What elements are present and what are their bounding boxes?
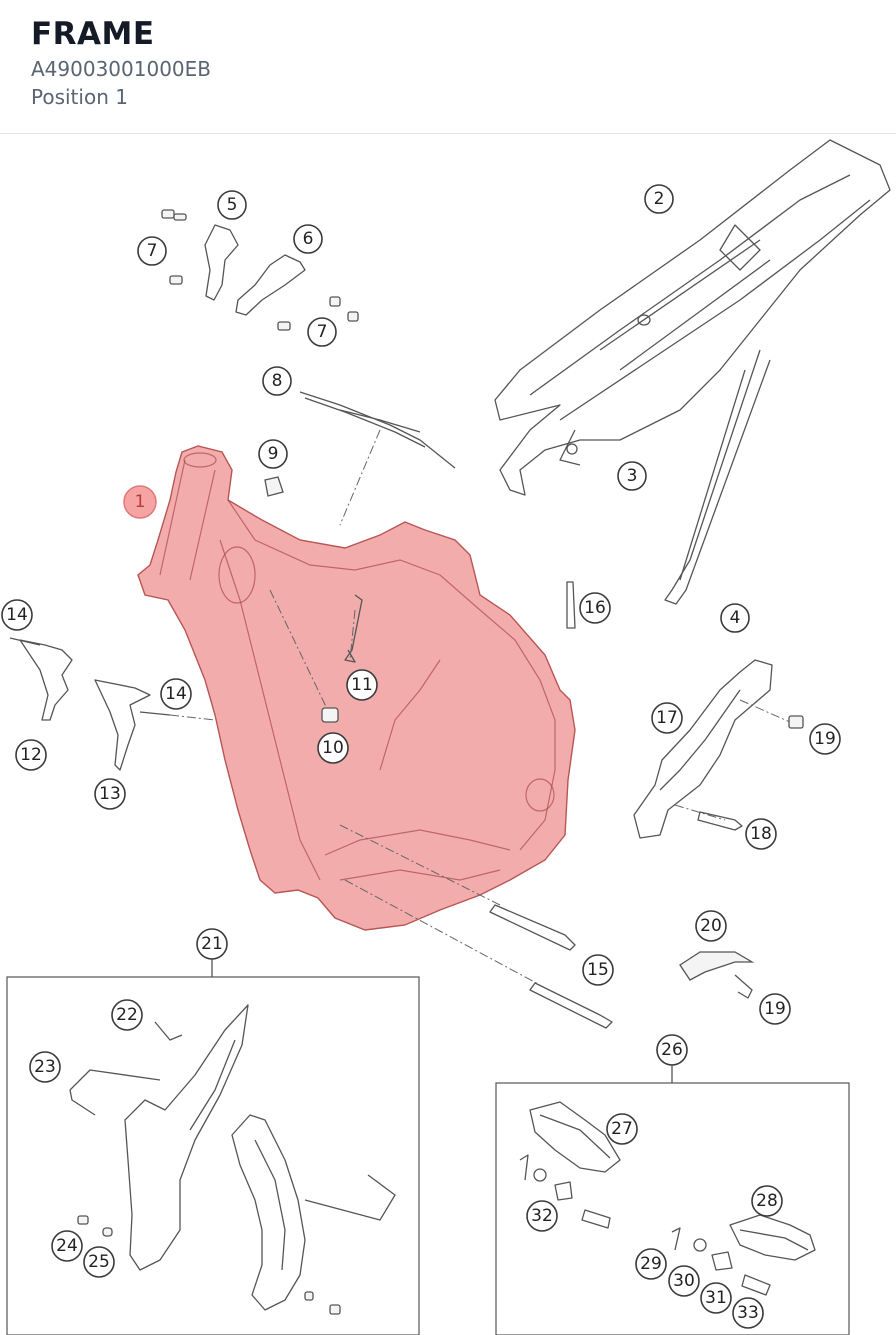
cable-guide-drawing (264, 391, 456, 526)
callout-7b[interactable]: 7 (307, 317, 337, 347)
svg-text:20: 20 (700, 916, 722, 936)
callout-27[interactable]: 27 (606, 1113, 638, 1145)
svg-text:7: 7 (317, 322, 328, 342)
svg-text:31: 31 (705, 1288, 727, 1308)
svg-text:33: 33 (737, 1303, 759, 1323)
callout-31[interactable]: 31 (700, 1282, 732, 1314)
callout-12[interactable]: 12 (15, 739, 47, 771)
svg-text:26: 26 (661, 1040, 683, 1060)
svg-text:15: 15 (587, 960, 609, 980)
callout-6[interactable]: 6 (293, 224, 323, 254)
svg-text:14: 14 (165, 684, 187, 704)
chain-guide-drawing (633, 659, 804, 839)
svg-text:30: 30 (673, 1271, 695, 1291)
svg-text:10: 10 (322, 738, 344, 758)
callout-14a[interactable]: 14 (1, 599, 33, 631)
svg-text:25: 25 (88, 1252, 110, 1272)
svg-text:21: 21 (201, 934, 223, 954)
callout-21[interactable]: 21 (196, 928, 228, 960)
svg-text:7: 7 (147, 241, 158, 261)
callout-18[interactable]: 18 (745, 818, 777, 850)
callout-26[interactable]: 26 (656, 1034, 688, 1066)
page-header: FRAME A49003001000EB Position 1 (0, 0, 896, 134)
exploded-parts-diagram: 1 2 3 4 5 6 7 7 8 9 10 11 12 13 14 14 15… (1, 139, 891, 1335)
bolts-drawing (269, 581, 613, 1029)
svg-text:13: 13 (99, 784, 121, 804)
svg-text:27: 27 (611, 1119, 633, 1139)
svg-text:2: 2 (654, 189, 665, 209)
chain-slider-drawing (679, 951, 755, 999)
svg-text:28: 28 (756, 1191, 778, 1211)
callout-10[interactable]: 10 (317, 732, 349, 764)
svg-text:8: 8 (272, 371, 283, 391)
svg-text:9: 9 (268, 444, 279, 464)
left-brackets-drawing (9, 637, 216, 771)
svg-text:14: 14 (6, 605, 28, 625)
svg-text:18: 18 (750, 824, 772, 844)
callout-17[interactable]: 17 (651, 702, 683, 734)
svg-text:16: 16 (584, 598, 606, 618)
frame-protector-group (6, 958, 420, 1335)
callout-19b[interactable]: 19 (759, 993, 791, 1025)
callout-14b[interactable]: 14 (160, 678, 192, 710)
callout-9[interactable]: 9 (258, 439, 288, 469)
callout-1[interactable]: 1 (123, 485, 157, 519)
svg-text:5: 5 (227, 195, 238, 215)
callout-30[interactable]: 30 (668, 1265, 700, 1297)
callout-29[interactable]: 29 (635, 1248, 667, 1280)
engine-brackets-drawing (161, 209, 359, 331)
callout-11[interactable]: 11 (346, 669, 378, 701)
svg-text:4: 4 (730, 608, 741, 628)
callout-7a[interactable]: 7 (137, 236, 167, 266)
svg-text:12: 12 (20, 745, 42, 765)
svg-text:24: 24 (56, 1236, 78, 1256)
svg-text:6: 6 (303, 229, 314, 249)
callout-16[interactable]: 16 (579, 592, 611, 624)
callout-32[interactable]: 32 (526, 1200, 558, 1232)
svg-text:11: 11 (351, 675, 373, 695)
part-number: A49003001000EB (31, 57, 212, 81)
callout-19a[interactable]: 19 (809, 723, 841, 755)
svg-text:17: 17 (656, 708, 678, 728)
svg-text:3: 3 (627, 466, 638, 486)
svg-text:1: 1 (135, 492, 146, 512)
callout-28[interactable]: 28 (751, 1185, 783, 1217)
callout-22[interactable]: 22 (111, 999, 143, 1031)
callout-20[interactable]: 20 (695, 910, 727, 942)
svg-text:32: 32 (531, 1206, 553, 1226)
position-label: Position 1 (31, 85, 128, 109)
callout-8[interactable]: 8 (262, 366, 292, 396)
subframe-drawing (494, 139, 891, 605)
page-title: FRAME (31, 16, 155, 52)
callout-25[interactable]: 25 (83, 1246, 115, 1278)
callout-5[interactable]: 5 (217, 190, 247, 220)
callout-23[interactable]: 23 (29, 1051, 61, 1083)
svg-text:19: 19 (814, 729, 836, 749)
callout-15[interactable]: 15 (582, 954, 614, 986)
svg-text:29: 29 (640, 1254, 662, 1274)
footrest-group (495, 1065, 850, 1335)
svg-text:22: 22 (116, 1005, 138, 1025)
callout-24[interactable]: 24 (51, 1230, 83, 1262)
callout-2[interactable]: 2 (644, 184, 674, 214)
callout-33[interactable]: 33 (732, 1297, 764, 1329)
svg-text:23: 23 (34, 1057, 56, 1077)
svg-text:19: 19 (764, 999, 786, 1019)
callout-4[interactable]: 4 (720, 603, 750, 633)
callout-3[interactable]: 3 (617, 461, 647, 491)
callout-13[interactable]: 13 (94, 778, 126, 810)
